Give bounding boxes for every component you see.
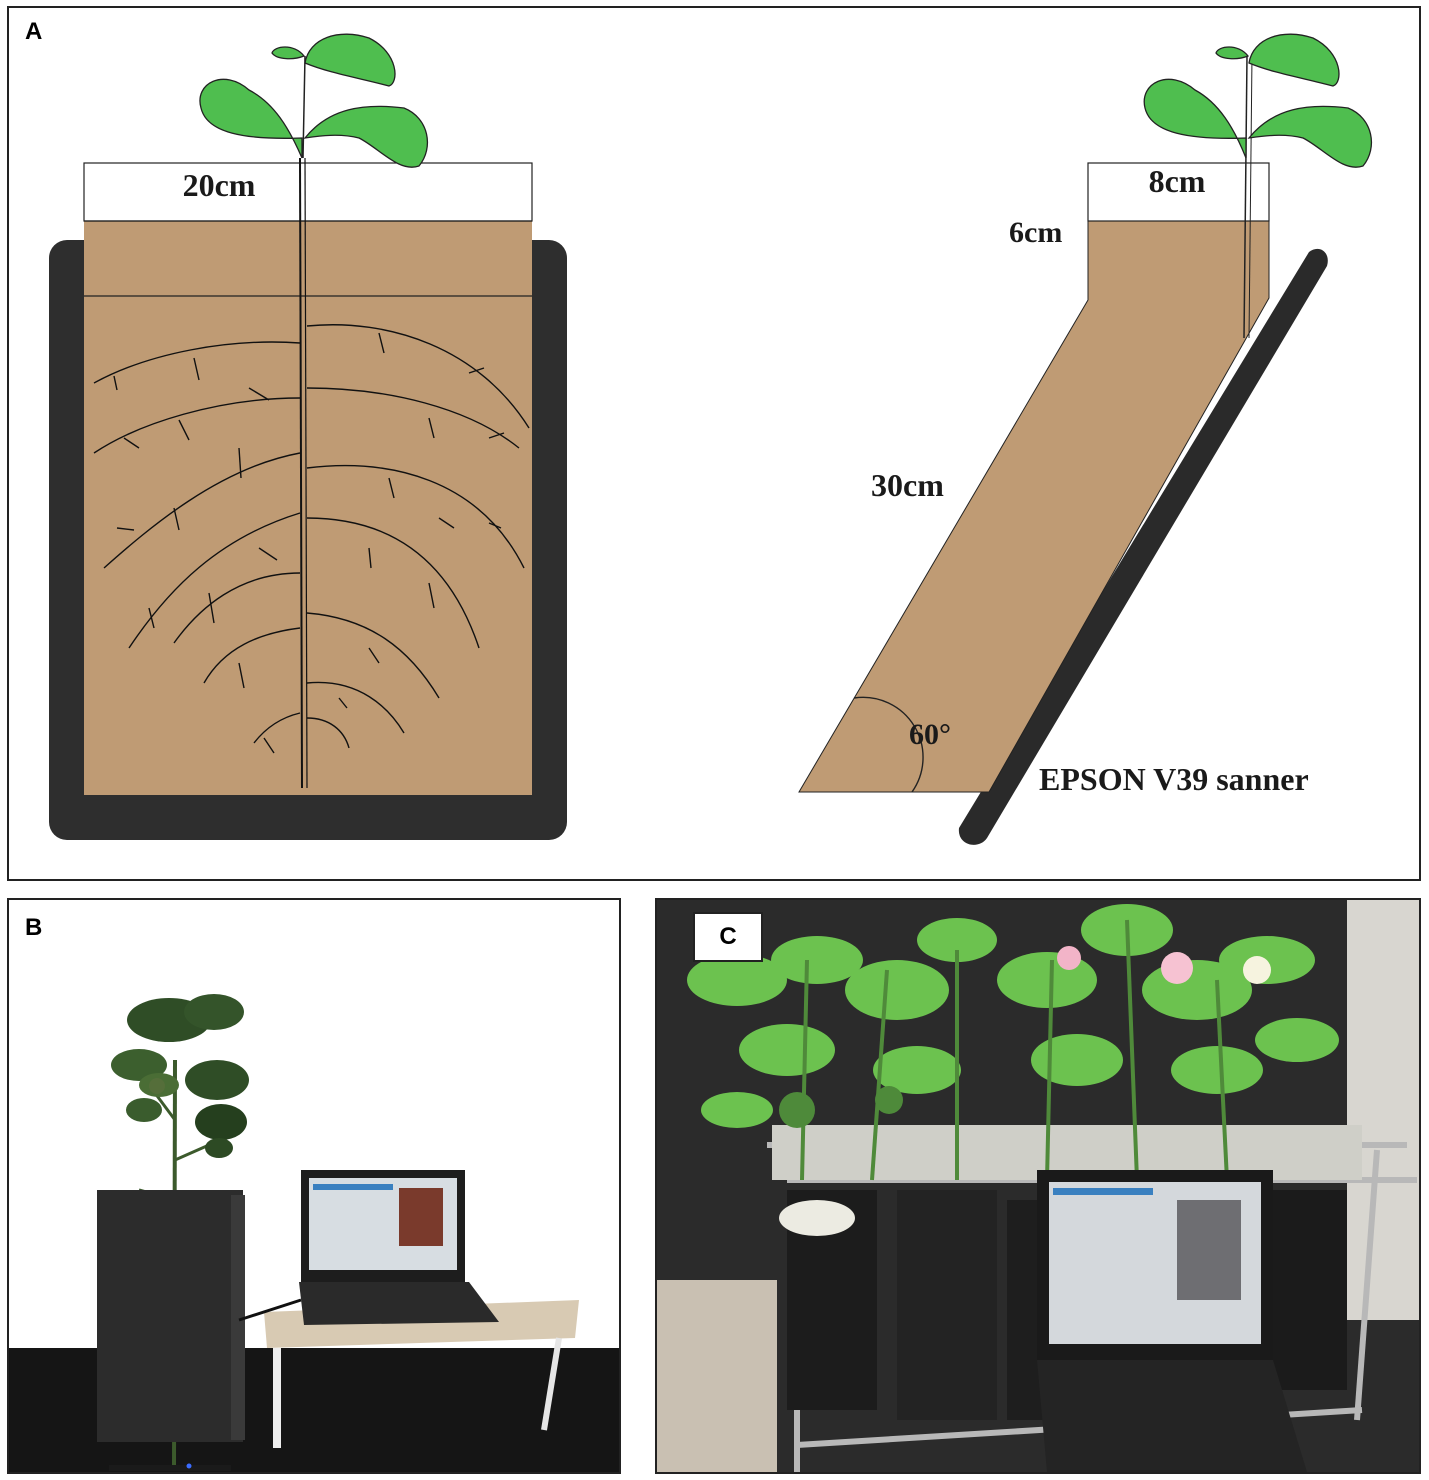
length-label-30cm: 30cm [871,467,944,503]
box-top-opening [83,162,533,222]
side-view-rhizobox: 8cm 6cm 30cm 60° EPSON V39 sanner [798,33,1372,845]
panel-a-diagram: A [7,6,1421,881]
black-rhizobox [97,1190,243,1442]
soil-body [84,221,532,795]
front-view-rhizobox: 20cm [49,33,567,840]
panel-b-letter: B [25,914,43,941]
greenhouse-photo-illustration [657,900,1419,1472]
panel-c-letter: C [693,912,763,962]
tilted-soil-body [798,220,1270,793]
setup-photo-illustration [9,994,619,1472]
angle-label: 60° [909,718,951,751]
lateral-roots [93,324,530,754]
panel-c-photo: C [655,898,1421,1474]
taproot [299,157,303,789]
panel-a-letter: A [25,18,43,45]
laptop [1037,1170,1307,1472]
seedling-leaves [199,33,428,168]
tilted-box-top [1087,162,1270,222]
rhizobox-diagram: 20cm 8cm 6cm 30cm 60° EPSON V [49,33,1372,845]
depth-label-6cm: 6cm [1009,216,1062,249]
laptop-keyboard [1037,1360,1307,1472]
laptop-keyboard [299,1282,499,1325]
width-label-8cm: 8cm [1149,163,1206,199]
scan-image-thumbnail [399,1188,443,1246]
scan-image-thumbnail [1177,1200,1241,1300]
cotton-plants [687,904,1339,1181]
panel-b-photo: B [7,898,621,1474]
scanner-bar [958,248,1328,845]
scanner-label: EPSON V39 sanner [1039,761,1309,797]
angle-arc [853,696,924,793]
tilted-seedling-leaves [1143,33,1372,168]
width-label-20cm: 20cm [183,167,256,203]
